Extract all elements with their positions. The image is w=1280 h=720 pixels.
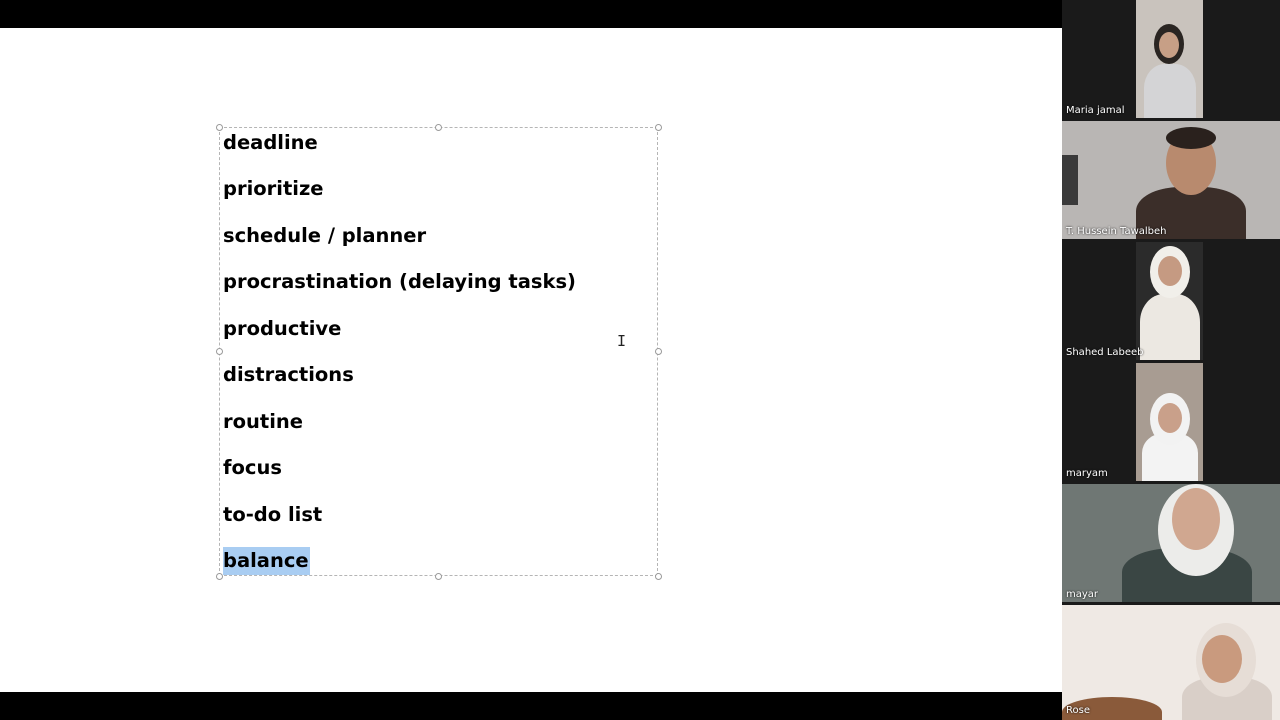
person-silhouette bbox=[1144, 64, 1196, 118]
participant-name: mayar bbox=[1066, 589, 1099, 600]
vocab-word-routine: routine bbox=[223, 410, 304, 433]
bottom-black-bar bbox=[0, 692, 1062, 720]
participant-name: Rose bbox=[1066, 705, 1090, 716]
participant-name: Shahed Labeeb bbox=[1066, 347, 1144, 358]
participant-tile[interactable]: maryam bbox=[1062, 363, 1280, 483]
ibeam-cursor-icon: I bbox=[617, 332, 627, 350]
vocab-word-focus: focus bbox=[223, 456, 282, 479]
person-face bbox=[1172, 488, 1220, 550]
participant-tile[interactable]: Rose bbox=[1062, 605, 1280, 720]
shared-screen-slide[interactable]: deadline prioritize schedule / planner p… bbox=[0, 28, 1062, 692]
participant-video-panel: Maria jamal T. Hussein Tawalbeh Shahed L… bbox=[1062, 0, 1280, 720]
person-face bbox=[1158, 403, 1182, 433]
participant-tile[interactable]: T. Hussein Tawalbeh bbox=[1062, 121, 1280, 241]
participant-video bbox=[1062, 121, 1280, 239]
participant-video bbox=[1136, 363, 1203, 481]
person-silhouette bbox=[1136, 187, 1246, 239]
vocab-word-prioritize: prioritize bbox=[223, 177, 324, 200]
top-black-bar bbox=[0, 0, 1062, 28]
person-face bbox=[1202, 635, 1242, 683]
participant-name: maryam bbox=[1066, 468, 1108, 479]
vocab-word-procrastination: procrastination (delaying tasks) bbox=[223, 270, 576, 293]
vocab-word-productive: productive bbox=[223, 317, 342, 340]
resize-handle-bottom-right[interactable] bbox=[655, 573, 662, 580]
resize-handle-middle-right[interactable] bbox=[655, 348, 662, 355]
resize-handle-bottom-left[interactable] bbox=[216, 573, 223, 580]
person-silhouette bbox=[1140, 294, 1200, 360]
participant-video bbox=[1062, 605, 1280, 720]
resize-handle-top-middle[interactable] bbox=[435, 124, 442, 131]
vocab-word-balance-selected: balance bbox=[223, 547, 310, 575]
participant-video bbox=[1136, 242, 1203, 360]
participant-tile[interactable]: Maria jamal bbox=[1062, 0, 1280, 120]
resize-handle-top-right[interactable] bbox=[655, 124, 662, 131]
participant-tile[interactable]: Shahed Labeeb bbox=[1062, 242, 1280, 362]
participant-tile[interactable]: mayar bbox=[1062, 484, 1280, 604]
chair-object bbox=[1062, 697, 1162, 720]
participant-name: Maria jamal bbox=[1066, 105, 1125, 116]
person-face bbox=[1159, 32, 1179, 58]
vocab-word-distractions: distractions bbox=[223, 363, 354, 386]
resize-handle-middle-left[interactable] bbox=[216, 348, 223, 355]
background-object bbox=[1062, 155, 1078, 205]
vocab-word-to-do-list: to-do list bbox=[223, 503, 323, 526]
participant-name: T. Hussein Tawalbeh bbox=[1066, 226, 1167, 237]
person-face bbox=[1158, 256, 1182, 286]
participant-video bbox=[1062, 484, 1280, 602]
person-hair bbox=[1166, 127, 1216, 149]
participant-video bbox=[1136, 0, 1203, 118]
resize-handle-top-left[interactable] bbox=[216, 124, 223, 131]
resize-handle-bottom-middle[interactable] bbox=[435, 573, 442, 580]
vocabulary-text-box[interactable]: deadline prioritize schedule / planner p… bbox=[216, 124, 662, 580]
vocab-word-schedule-planner: schedule / planner bbox=[223, 224, 427, 247]
vocab-word-deadline: deadline bbox=[223, 131, 318, 154]
